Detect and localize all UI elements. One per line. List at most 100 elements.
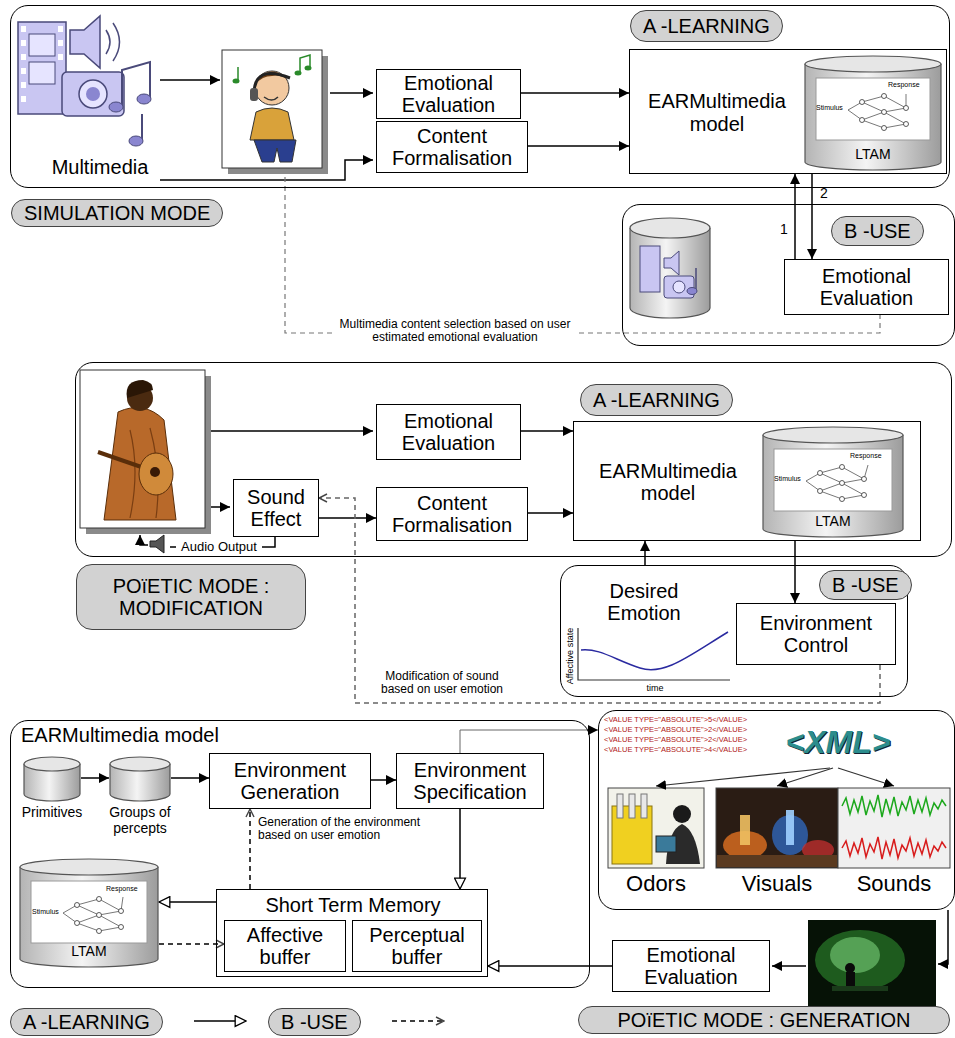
box-label: Environment Control (737, 604, 895, 664)
cylinder-top (110, 757, 170, 771)
multimedia-icon (21, 40, 26, 46)
cylinder-outline (109, 757, 171, 801)
odors-picture (608, 788, 704, 868)
multimedia-database (640, 246, 660, 292)
listener-picture (255, 71, 289, 105)
flow-arrow (160, 80, 373, 180)
box-label: Emotional Evaluation (377, 405, 520, 459)
network-link (842, 483, 864, 495)
network-node (75, 903, 80, 908)
multimedia-database (630, 218, 710, 318)
legend-entry: A -LEARNING (10, 1008, 163, 1036)
edge-label: 1 (778, 222, 790, 238)
multimedia-icon (106, 23, 120, 61)
immersive-photo (845, 963, 855, 973)
annotation: Odors (608, 872, 704, 897)
guitarist-picture (80, 370, 211, 534)
mode-badge: B -USE (831, 216, 924, 246)
flow-arrow (811, 174, 813, 259)
heading-text: Short Term Memory (217, 892, 489, 918)
mode-badge: POïETIC MODE : GENERATION (578, 1006, 950, 1034)
multimedia-icon (29, 34, 55, 56)
speaker-icon (150, 535, 164, 553)
listener-picture (222, 50, 328, 174)
annotation: Response (888, 81, 928, 89)
network-link (820, 467, 842, 473)
heading-text: EARMultimedia model (21, 724, 281, 748)
network-link (77, 923, 99, 931)
odors-picture (641, 794, 647, 818)
network-link (842, 479, 864, 483)
guitarist-picture (139, 453, 173, 495)
mode-panel: POïETIC MODE : MODIFICATIONEmotional Eva… (75, 362, 952, 557)
speaker-icon (150, 535, 164, 553)
network-link (99, 915, 121, 927)
network-node (818, 471, 823, 476)
data-cylinder: Groups of percepts (109, 757, 171, 801)
process-box: Environment Generation (209, 753, 371, 809)
flow-arrow (460, 730, 598, 753)
multimedia-icon (29, 62, 55, 84)
cylinder-outline (23, 757, 81, 801)
flow-arrow (330, 92, 373, 94)
network-link (77, 905, 99, 915)
flow-arrow (938, 910, 948, 964)
flow-arrow (772, 910, 948, 966)
network-link (77, 915, 99, 923)
flow-arrow (160, 79, 220, 81)
listener-picture (222, 50, 322, 168)
annotation: <VALUE TYPE="ABSOLUTE">4</VALUE> (604, 746, 754, 754)
network-node (97, 913, 102, 918)
listener-picture (250, 88, 258, 101)
immersive-photo (815, 930, 905, 990)
heading-text: LTAM (804, 146, 942, 164)
multimedia-database (664, 251, 679, 275)
legend-sample (392, 1020, 444, 1022)
memory-cylinder: LTAM (804, 56, 942, 170)
sounds-picture (838, 788, 950, 868)
network-link (884, 108, 906, 112)
visuals-picture (786, 810, 794, 845)
network-picture (774, 449, 892, 511)
annotation: Affective state (565, 626, 575, 686)
box-label: Affective buffer (225, 921, 345, 971)
sounds-picture (842, 837, 946, 859)
listener-picture (254, 140, 296, 162)
flow-arrow (159, 901, 216, 903)
process-box: Content Formalisation (376, 487, 528, 541)
cylinder-body (20, 867, 158, 967)
multimedia-icon (79, 80, 107, 108)
mode-badge: B -USE (819, 570, 912, 600)
multimedia-icon (129, 136, 143, 146)
immersive-photo (808, 920, 936, 1008)
xml-fanout (838, 768, 894, 786)
heading-text: LTAM (19, 943, 159, 961)
multimedia-icon (21, 54, 26, 60)
data-cylinder: Primitives (23, 757, 81, 801)
mode-panel: SIMULATION MODEEmotional EvaluationConte… (10, 5, 950, 188)
cylinder-top (805, 56, 941, 72)
listener-picture (264, 97, 278, 100)
box-label: Perceptual buffer (353, 921, 481, 971)
annotation: Multimedia (40, 156, 160, 178)
annotation: Stimulus (32, 908, 72, 916)
visuals-picture (716, 788, 838, 868)
flow-arrow (211, 430, 373, 432)
box-label: Sound Effect (234, 480, 318, 536)
listener-picture (295, 71, 302, 76)
flow-arrow (249, 809, 251, 889)
multimedia-icon (58, 54, 63, 60)
network-node (882, 126, 887, 131)
memory-box: Short Term MemoryAffective bufferPercept… (216, 889, 488, 977)
flow-arrow (528, 512, 573, 514)
multimedia-icon (18, 22, 66, 114)
multimedia-icon (122, 62, 150, 106)
box-label: Emotional Evaluation (785, 260, 948, 314)
mode-badge: A -LEARNING (630, 10, 783, 42)
network-link (99, 899, 121, 911)
emotion-graph (578, 628, 730, 680)
network-node (119, 909, 124, 914)
multimedia-icon (109, 102, 123, 112)
network-link (862, 120, 884, 128)
